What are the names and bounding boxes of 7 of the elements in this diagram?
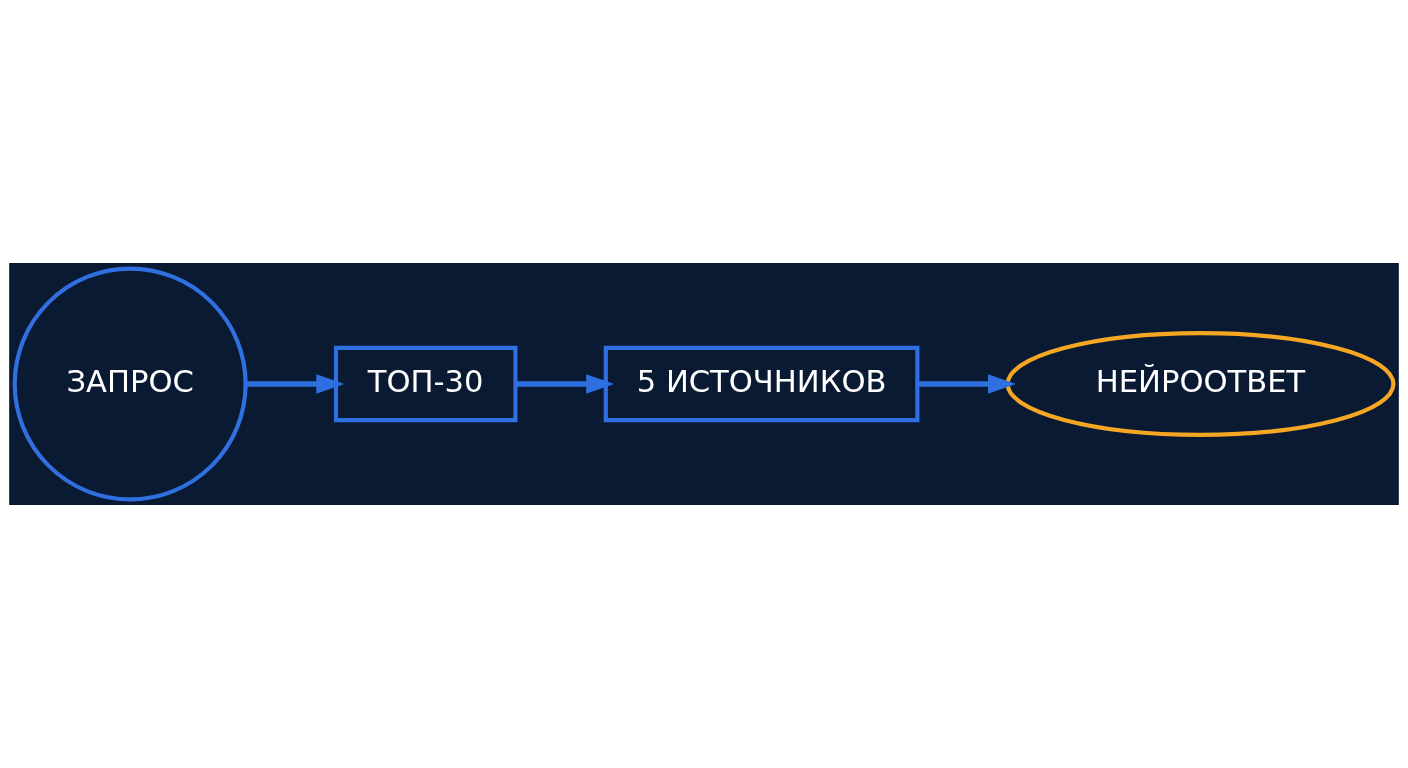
node-box: 5 ИСТОЧНИКОВ <box>603 345 920 423</box>
node-ellipse: НЕЙРООТВЕТ <box>1005 331 1396 437</box>
arrow <box>515 374 615 394</box>
arrow <box>246 374 345 394</box>
arrow <box>917 374 1016 394</box>
node-box: ТОП-30 <box>333 345 518 423</box>
node-circle: ЗАПРОС <box>12 266 248 502</box>
